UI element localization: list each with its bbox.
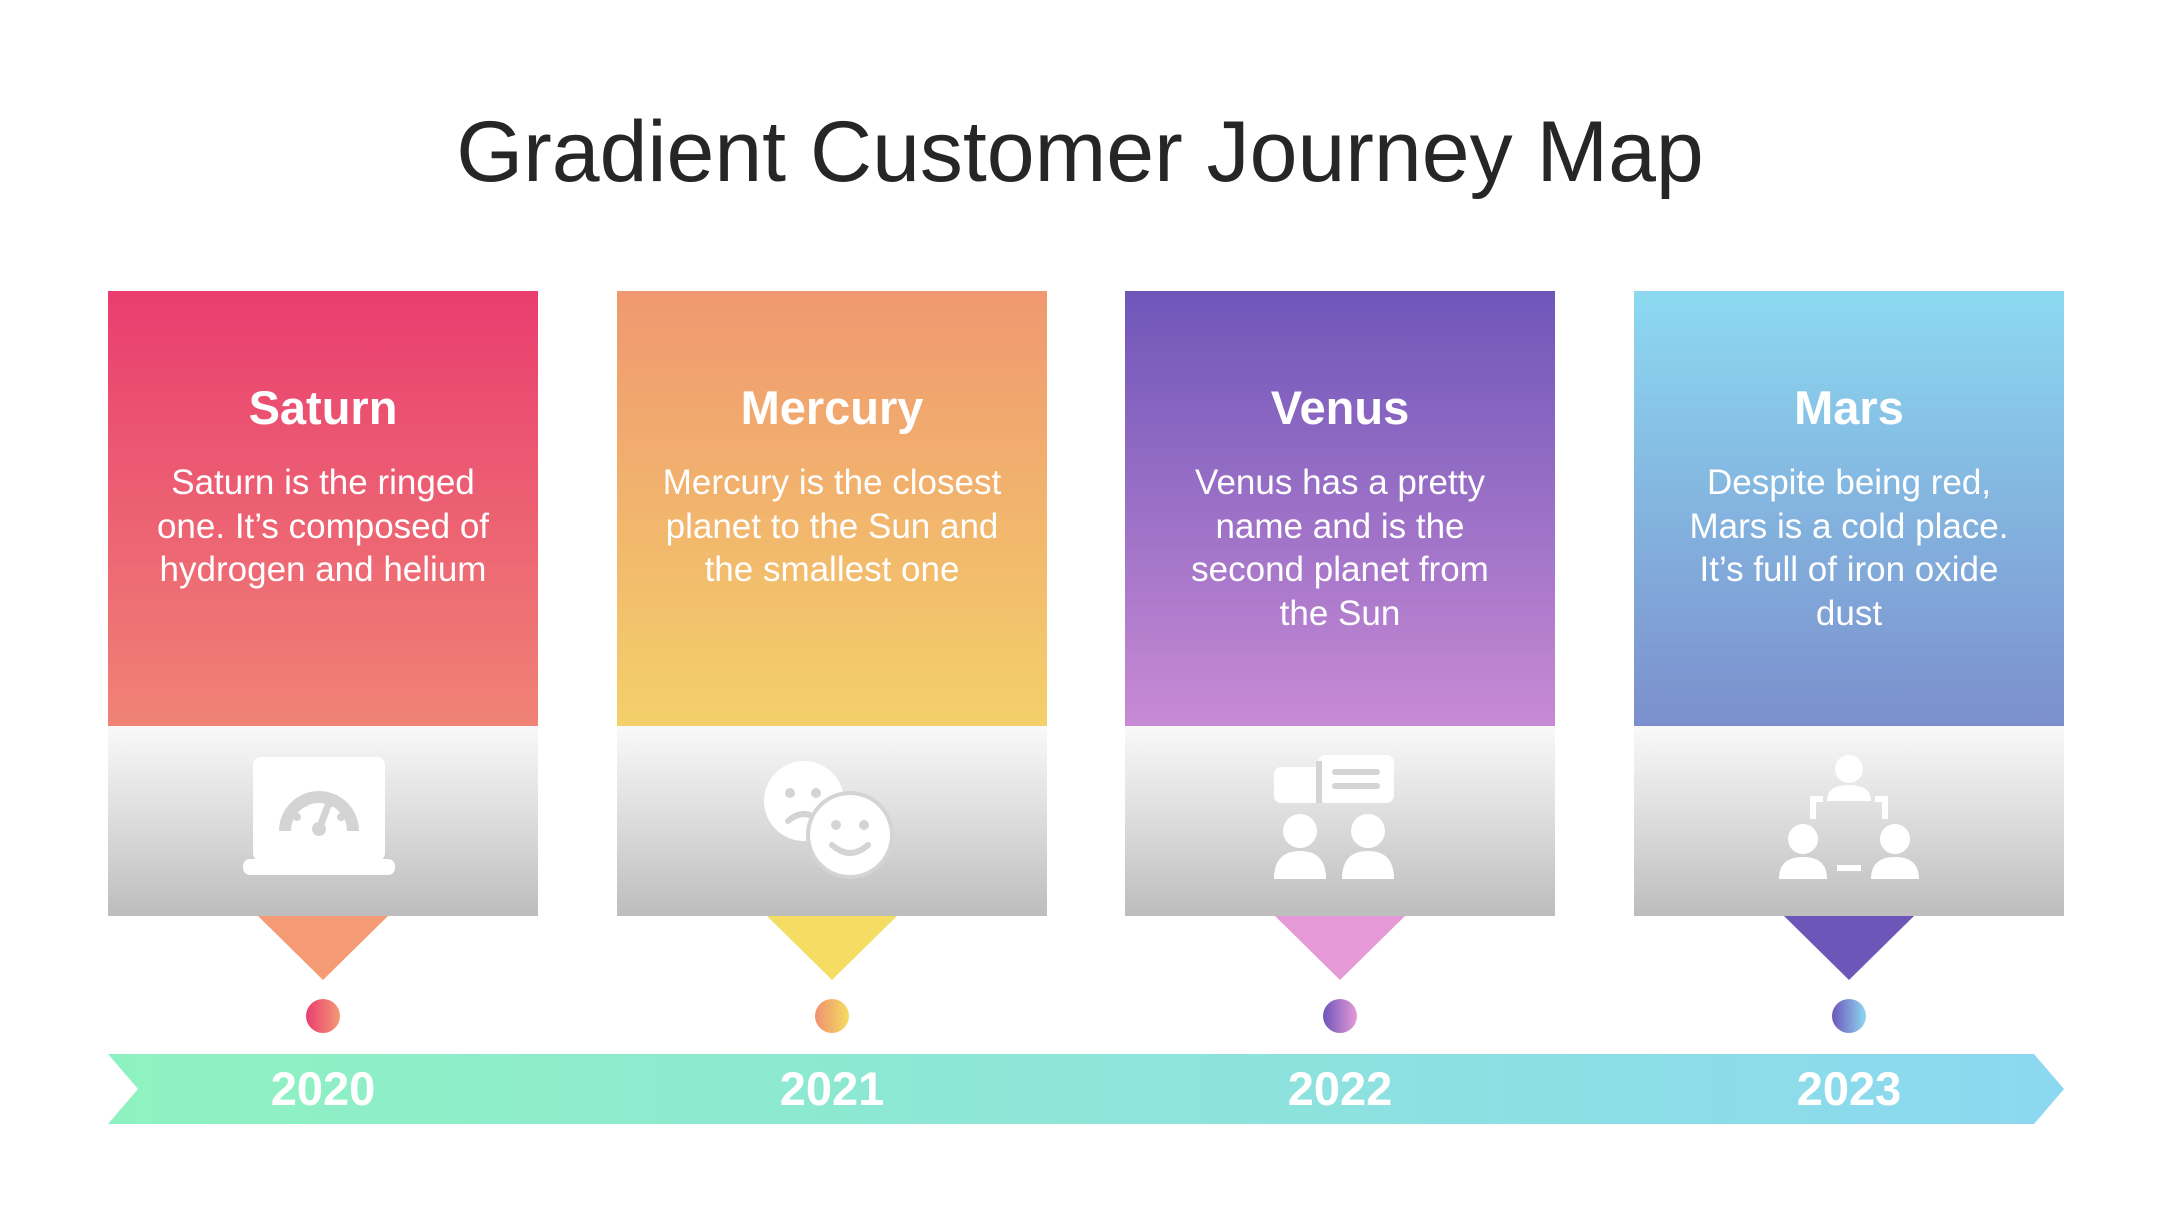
stage-card-venus: Venus Venus has a pretty name and is the… (1125, 291, 1555, 916)
stage-card-header: Saturn Saturn is the ringed one. It’s co… (108, 291, 538, 726)
sad-happy-faces-icon (764, 761, 894, 879)
timeline-arrow (108, 1054, 2064, 1124)
timeline-year: 2023 (1796, 1062, 1902, 1115)
stage-description: Despite being red, Mars is a cold place.… (1689, 463, 2009, 633)
stage-icon-panel (1634, 726, 2064, 916)
stage-card-mercury: Mercury Mercury is the closest planet to… (617, 291, 1047, 916)
stage-icon-panel (1125, 726, 1555, 916)
stage-icon-panel (617, 726, 1047, 916)
stage-pointer (767, 916, 897, 980)
stage-pointer (1784, 916, 1914, 980)
stage-card-saturn: Saturn Saturn is the ringed one. It’s co… (108, 291, 538, 916)
timeline-dot (306, 999, 340, 1033)
stage-card-header: Venus Venus has a pretty name and is the… (1125, 291, 1555, 726)
stage-card-header: Mars Despite being red, Mars is a cold p… (1634, 291, 2064, 726)
stage-description: Saturn is the ringed one. It’s composed … (156, 463, 490, 589)
laptop-speedometer-icon (243, 757, 395, 875)
page-title: Gradient Customer Journey Map (456, 104, 1704, 200)
timeline-year: 2022 (1287, 1062, 1393, 1115)
stage-pointer (258, 916, 388, 980)
team-network-icon (1779, 755, 1919, 879)
stage-card-header: Mercury Mercury is the closest planet to… (617, 291, 1047, 726)
timeline-year: 2021 (779, 1062, 885, 1115)
timeline-dot (815, 999, 849, 1033)
stage-description: Venus has a pretty name and is the secon… (1191, 463, 1489, 633)
timeline-dot (1323, 999, 1357, 1033)
stage-name: Saturn (248, 381, 398, 434)
stage-card-mars: Mars Despite being red, Mars is a cold p… (1634, 291, 2064, 916)
stage-name: Mars (1794, 381, 1904, 434)
timeline-year: 2020 (270, 1062, 376, 1115)
stage-name: Mercury (740, 381, 924, 434)
stage-name: Venus (1270, 381, 1410, 434)
stage-icon-panel (108, 726, 538, 916)
stage-pointer (1275, 916, 1405, 980)
timeline-dot (1832, 999, 1866, 1033)
stage-description: Mercury is the closest planet to the Sun… (662, 463, 1002, 589)
people-chat-icon (1274, 755, 1394, 879)
